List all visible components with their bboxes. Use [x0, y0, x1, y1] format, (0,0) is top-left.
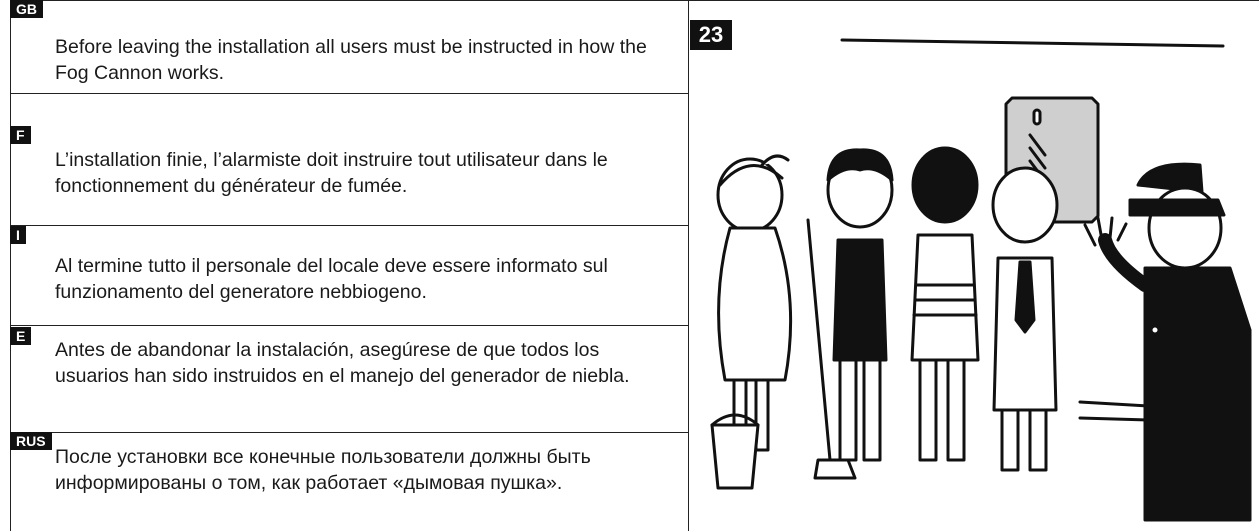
lang-badge-f: F: [10, 126, 31, 144]
lang-badge-rus: RUS: [10, 432, 52, 450]
section-e: E Antes de abandonar la instalación, ase…: [10, 327, 688, 433]
person-installer: [1083, 162, 1252, 522]
section-text-e: Antes de abandonar la instalación, asegú…: [55, 339, 630, 387]
section-text-gb: Before leaving the installation all user…: [55, 36, 647, 84]
figure-number-badge: 23: [690, 20, 732, 50]
section-rus: RUS После установки все конечные пользов…: [10, 432, 688, 531]
section-text-f: L’installation finie, l’alarmiste doit i…: [55, 149, 608, 197]
lang-badge-gb: GB: [10, 0, 43, 18]
section-text-i: Al termine tutto il personale del locale…: [55, 255, 608, 303]
training-illustration: [710, 38, 1252, 522]
lang-badge-i: I: [10, 226, 26, 244]
section-f: F L’installation finie, l’alarmiste doit…: [10, 126, 688, 226]
top-rule: [10, 0, 1259, 1]
person-dark-sweater: [826, 148, 894, 462]
person-cleaner: [710, 154, 857, 490]
illustration-wall-line: [840, 38, 1225, 48]
instructions-column: GB Before leaving the installation all u…: [10, 0, 688, 531]
person-striped-sweater: [910, 146, 980, 462]
column-divider: [688, 0, 689, 531]
section-text-rus: После установки все конечные пользовател…: [55, 446, 591, 494]
left-rule: [10, 0, 11, 531]
section-i: I Al termine tutto il personale del loca…: [10, 226, 688, 326]
lang-badge-e: E: [10, 327, 32, 345]
section-gb: GB Before leaving the installation all u…: [10, 0, 688, 94]
person-with-tie: [991, 166, 1059, 472]
